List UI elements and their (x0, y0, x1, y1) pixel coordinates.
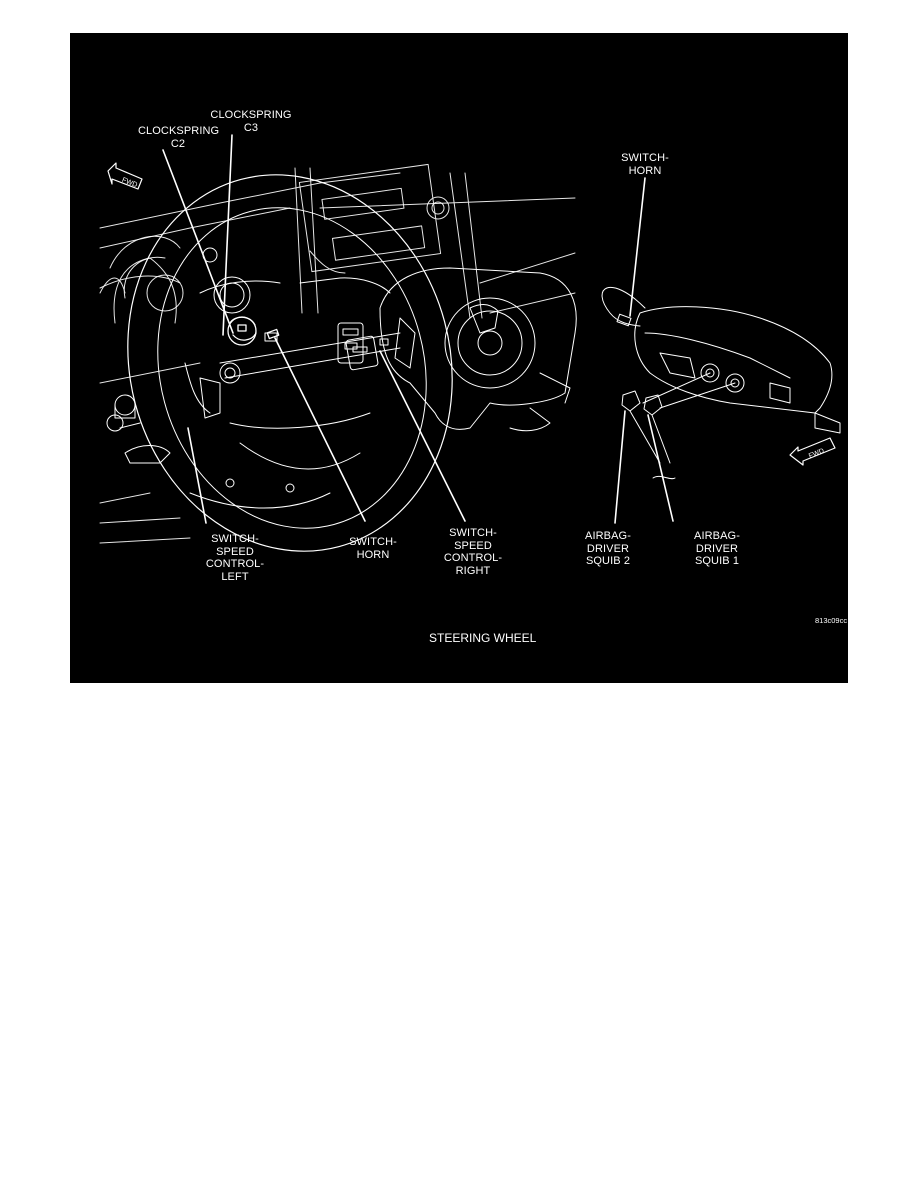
steering-wheel-illustration: FWD FWD (99, 134, 841, 552)
instrument-cluster (99, 235, 184, 312)
label-clockspring-c3: CLOCKSPRING C3 (210, 109, 292, 134)
figure-code: 813c09cc (815, 616, 848, 625)
label-switch-horn-bottom: SWITCH- HORN (349, 536, 397, 561)
label-switch-horn-top: SWITCH- HORN (621, 152, 669, 177)
label-clockspring-c2: CLOCKSPRING C2 (138, 125, 220, 150)
fwd-arrow-icon-upper-left (107, 162, 143, 190)
label-airbag-driver-squib-1: AIRBAG- DRIVER SQUIB 1 (694, 530, 740, 567)
fwd-arrow-text-lower: FWD (808, 448, 825, 460)
steering-wheel-hub (184, 247, 401, 509)
airbag-module-exploded (601, 287, 841, 480)
clockspring (227, 316, 280, 346)
label-switch-speed-control-right: SWITCH- SPEED CONTROL- RIGHT (443, 527, 503, 577)
label-airbag-driver-squib-2: AIRBAG- DRIVER SQUIB 2 (585, 530, 631, 567)
label-switch-speed-control-left: SWITCH- SPEED CONTROL- LEFT (205, 533, 265, 583)
left-controls (106, 394, 171, 464)
speed-control-right (345, 335, 389, 371)
figure-caption: STEERING WHEEL (429, 631, 537, 645)
fwd-arrow-text-upper: FWD (121, 177, 138, 189)
steering-wheel-diagram: FWD FWD CLOCKSPRING C2 CLOCKSPRING C3 SW… (70, 33, 848, 683)
radio-panel (298, 163, 450, 274)
fwd-arrow-icon-lower-right (789, 437, 836, 466)
dashboard-outline (99, 167, 576, 544)
leader-lines (162, 134, 674, 524)
airbag-module-back (379, 267, 577, 432)
